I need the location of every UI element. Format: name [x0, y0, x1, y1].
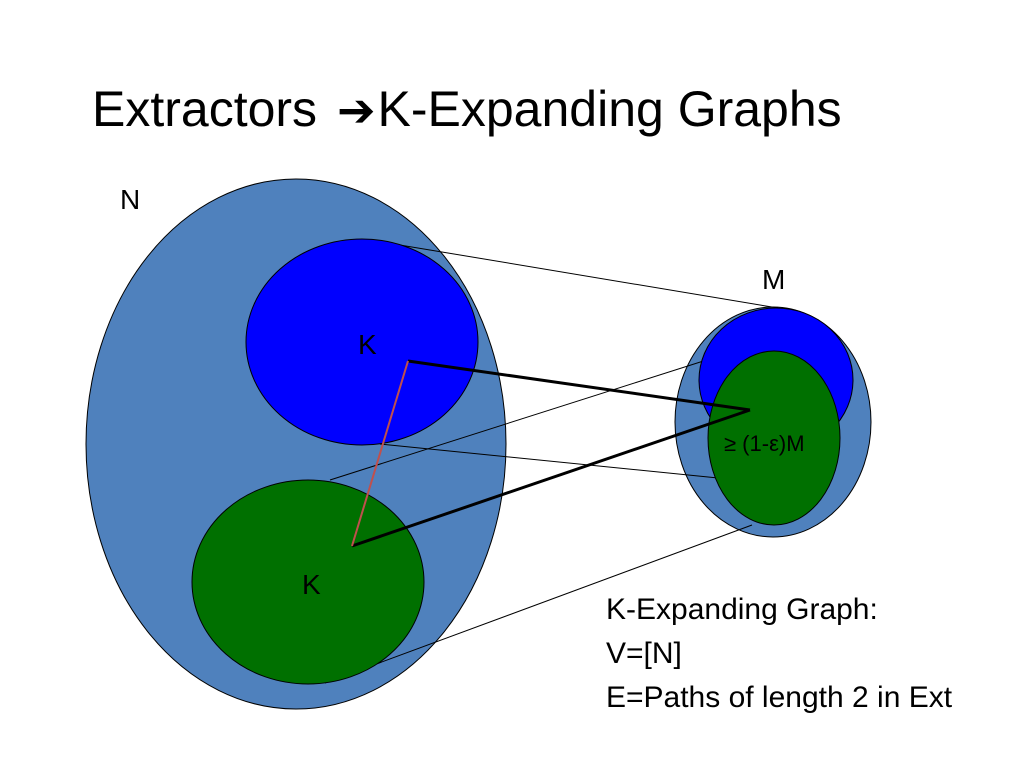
caption-heading: K-Expanding Graph: [606, 593, 878, 626]
slide-title: Extractors ➔K-Expanding Graphs [92, 76, 992, 143]
projection-line [324, 524, 753, 684]
caption: K-Expanding Graph: V=[N] E=Paths of leng… [606, 588, 1021, 720]
caption-vertices: V=[N] [606, 637, 682, 670]
upper-subset-k [245, 238, 479, 446]
path-edge [407, 359, 751, 412]
projection-line [379, 443, 719, 479]
caption-edges: E=Paths of length 2 in Ext [606, 681, 953, 714]
lower-subset-label: K [302, 569, 321, 600]
path-edge [351, 408, 751, 548]
title-extractors: Extractors [92, 81, 318, 137]
title-k-expanding-graphs: K-Expanding Graphs [377, 81, 842, 137]
projection-line [329, 349, 739, 481]
lower-subset-k [191, 479, 425, 685]
lower-subset-image [707, 350, 841, 526]
projection-line [369, 239, 779, 309]
left-set-label: N [120, 184, 140, 215]
arrow-right-icon: ➔ [336, 84, 376, 136]
right-set-label: M [762, 264, 785, 295]
upper-subset-label: K [358, 329, 377, 360]
image-size-label: ≥ (1-ε)M [724, 431, 805, 456]
cross-edge [351, 360, 409, 547]
